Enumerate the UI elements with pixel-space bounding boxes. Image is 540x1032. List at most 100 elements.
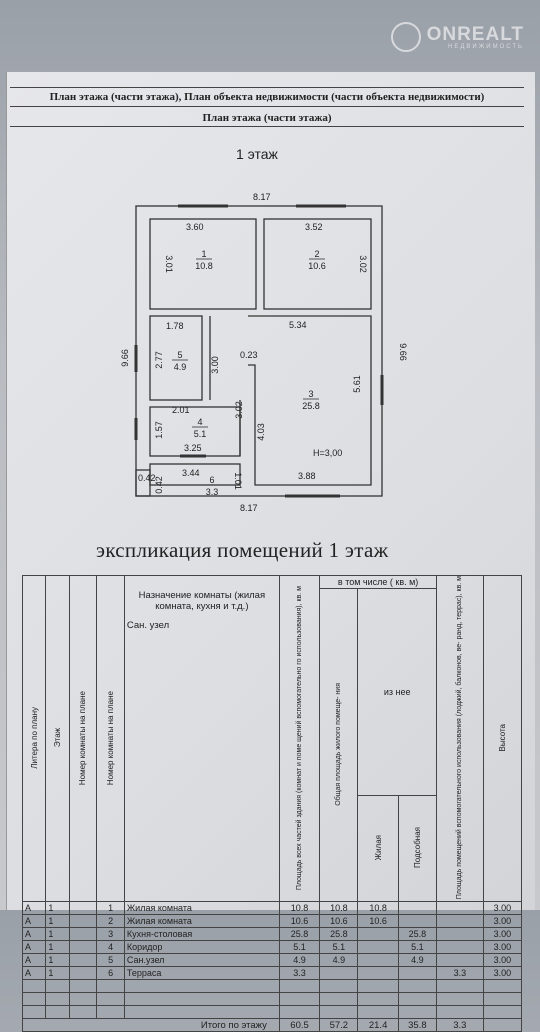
room-4-area: 5.1: [194, 429, 207, 439]
col-of-which: из нее: [357, 587, 437, 797]
dim-r6-b: 0.42: [154, 476, 164, 494]
cell-floor: 1: [45, 966, 70, 981]
totals-loggia: 3.3: [436, 1018, 484, 1032]
cell-loggia: [436, 940, 484, 955]
dim-r3-bottom: 3.88: [298, 471, 316, 481]
cell-litera: А: [21, 914, 47, 929]
cell-total: 3.3: [278, 966, 321, 981]
cell-floor: 1: [45, 940, 70, 955]
col-total-area: Площадь всех частей здания (комнат и пом…: [278, 574, 321, 903]
dim-r5-side: 3.00: [210, 356, 220, 374]
empty-cell: [278, 992, 321, 1007]
cell-floor: 1: [45, 901, 70, 916]
explication-title: экспликация помещений 1 этаж: [96, 538, 389, 562]
cell-loggia: 3.3: [436, 966, 484, 981]
cell-litera: А: [21, 966, 47, 981]
cell-floor: 1: [45, 914, 70, 929]
cell-common: 10.8: [319, 901, 359, 916]
dim-r4-bottom: 3.25: [184, 443, 202, 453]
cell-floor: 1: [45, 953, 70, 968]
cell-litera: А: [21, 953, 47, 968]
empty-cell: [319, 979, 359, 994]
empty-cell: [278, 1005, 321, 1020]
cell-total: 25.8: [278, 927, 321, 942]
col-litera: Литера по плану: [21, 574, 47, 903]
col-in-total: в том числе ( кв. м): [319, 575, 437, 589]
cell-common: 5.1: [319, 940, 359, 955]
empty-cell: [357, 1005, 399, 1020]
cell-living: 10.6: [357, 914, 399, 929]
room-2-area: 10.6: [308, 261, 326, 271]
room-1-num: 1: [201, 249, 206, 259]
dim-right: 9.66: [398, 343, 408, 361]
empty-cell: [21, 992, 47, 1007]
empty-row: [21, 979, 523, 994]
header-row: Литера по плану Этаж Номер комнаты на пл…: [21, 574, 523, 903]
cell-height: 3.00: [482, 966, 523, 981]
col-room-num: Номер комнаты на плане: [96, 574, 125, 903]
header-line-2: План этажа (части этажа): [10, 108, 524, 127]
dim-r2-h: 3.02: [358, 255, 368, 273]
cell-loggia: [436, 901, 484, 916]
empty-cell: [482, 979, 523, 994]
empty-cell: [45, 992, 70, 1007]
cell-height: 3.00: [482, 927, 523, 942]
room-4-num: 4: [197, 417, 202, 427]
cell-common: 10.6: [319, 914, 359, 929]
empty-cell: [397, 1005, 438, 1020]
empty-cell: [357, 992, 399, 1007]
room-3-num: 3: [308, 389, 313, 399]
cell-name: Терраса: [123, 966, 280, 981]
empty-cell: [397, 992, 438, 1007]
room-2-num: 2: [314, 249, 319, 259]
cell-litera: А: [21, 927, 47, 942]
cell-total: 10.8: [278, 901, 321, 916]
empty-cell: [436, 992, 484, 1007]
room-5-num: 5: [177, 350, 182, 360]
dim-r4-h: 1.57: [154, 421, 164, 439]
cell-common: 25.8: [319, 927, 359, 942]
cell-loggia: [436, 953, 484, 968]
dim-r4-w: 2.01: [172, 405, 190, 415]
empty-cell: [357, 979, 399, 994]
totals-total: 60.5: [278, 1018, 321, 1032]
dim-r1-w: 3.60: [186, 222, 204, 232]
totals-row: Итого по этажу 60.5 57.2 21.4 35.8 3.3: [22, 1018, 523, 1032]
dim-r3-h: 5.61: [352, 375, 362, 393]
header-line-1: План этажа (части этажа), План объекта н…: [10, 87, 524, 107]
cell-living: [357, 953, 399, 968]
cell-name: Сан.узел: [123, 953, 280, 968]
cell-aux: 5.1: [397, 940, 438, 955]
empty-cell: [436, 979, 484, 994]
cell-total: 4.9: [278, 953, 321, 968]
empty-cell: [68, 979, 98, 994]
dim-top: 8.17: [253, 192, 271, 202]
watermark-sub: НЕДВИЖИМОСТЬ: [448, 44, 524, 50]
cell-name: Жилая комната: [123, 914, 280, 929]
windows: [134, 204, 384, 498]
cell-num: 6: [96, 966, 125, 981]
cell-height: 3.00: [482, 953, 523, 968]
empty-cell: [45, 1005, 70, 1020]
dim-r1-h: 3.01: [164, 255, 174, 273]
room-5-walls: [149, 315, 203, 401]
empty-cell: [436, 1005, 484, 1020]
totals-living: 21.4: [357, 1018, 399, 1032]
col-aux: Подсобная: [397, 795, 438, 903]
empty-row: [21, 1005, 523, 1020]
cell-num: 4: [96, 940, 125, 955]
col-height: Высота: [482, 574, 523, 903]
dim-corridor-gap: 0.23: [240, 350, 258, 360]
cell-living: [357, 940, 399, 955]
totals-label: Итого по этажу: [22, 1018, 280, 1032]
empty-cell: [96, 979, 125, 994]
cell-name: Жилая комната: [123, 901, 280, 916]
cell-common: [319, 966, 359, 981]
dim-r6-w: 3.44: [182, 468, 200, 478]
empty-cell: [68, 992, 98, 1007]
dim-r6-a: 0.42: [138, 473, 156, 483]
room-1-area: 10.8: [195, 261, 213, 271]
